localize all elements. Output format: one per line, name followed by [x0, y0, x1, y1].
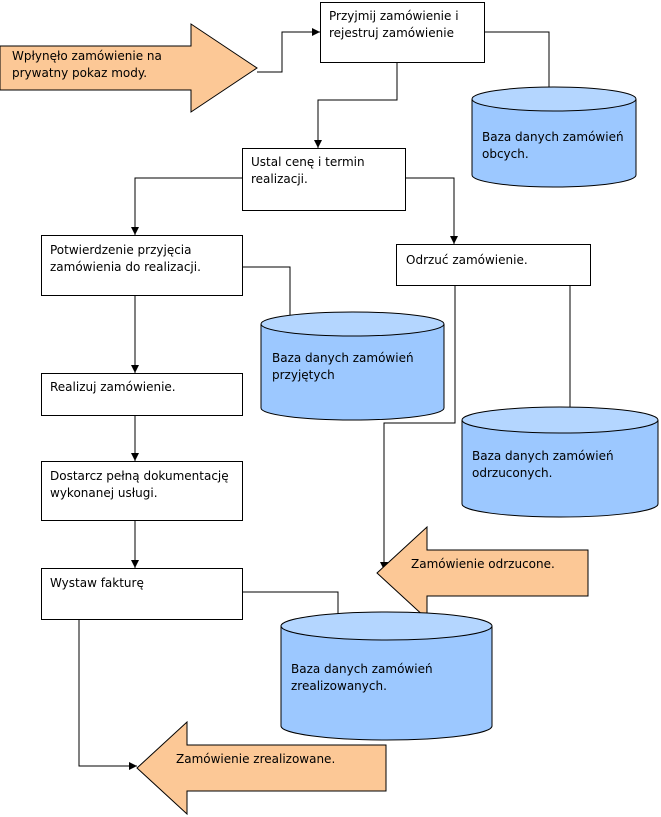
node-label-line: wykonanej usługi.	[50, 486, 158, 500]
node-label-line: rejestruj zamówienie	[329, 26, 454, 40]
connectors	[78, 28, 574, 770]
database-top	[471, 86, 637, 112]
node-in-arrow: Wpłynęło zamówienie na prywatny pokaz mod…	[0, 23, 258, 113]
database-body	[260, 324, 445, 421]
node-label-line: przyjętych	[272, 368, 335, 382]
node-db-foreign: Baza danych zamówień obcych.	[471, 86, 637, 188]
node-label-line: Wpłynęło zamówienie na	[12, 49, 162, 63]
process-box	[41, 235, 243, 296]
database-body	[471, 99, 637, 188]
connector-confirm-to-db-accepted	[242, 266, 294, 332]
connector-accept-to-db-foreign	[484, 31, 553, 99]
node-label-line: zamówienia do realizacji.	[50, 260, 201, 274]
database-top	[280, 611, 493, 641]
node-label-line: Wystaw fakturę	[50, 576, 144, 590]
node-label-line: Odrzuć zamówienie.	[406, 253, 528, 267]
node-label-line: Baza danych zamówień	[272, 351, 414, 365]
node-label-line: Zamówienie zrealizowane.	[176, 752, 335, 766]
node-label-line: realizacji.	[251, 172, 308, 186]
node-label-line: Baza danych zamówień	[472, 449, 614, 463]
block-arrow	[0, 23, 258, 113]
node-box-accept: Przyjmij zamówienie i rejestruj zamówieni…	[320, 2, 485, 63]
connector-price-to-confirm	[131, 177, 242, 235]
process-box	[320, 2, 485, 63]
connector-invoice-to-out-realized	[78, 619, 137, 770]
database-top	[461, 406, 659, 434]
node-label-line: Realizuj zamówienie.	[50, 380, 176, 394]
connector-in-to-accept	[257, 28, 320, 73]
node-label-line: obcych.	[482, 147, 529, 161]
node-box-price: Ustal cenę i termin realizacji.	[242, 148, 406, 211]
block-arrow	[136, 720, 387, 816]
process-box	[41, 461, 243, 521]
node-label-line: Baza danych zamówień	[482, 130, 624, 144]
node-label-line: prywatny pokaz mody.	[12, 66, 147, 80]
node-label-line: Zamówienie odrzucone.	[411, 557, 555, 571]
process-box	[242, 148, 406, 211]
process-box	[41, 568, 243, 620]
block-arrow	[376, 525, 589, 621]
node-out-rejected: Zamówienie odrzucone.	[376, 525, 589, 621]
database-body	[461, 420, 659, 518]
node-label-line: Ustal cenę i termin	[251, 155, 365, 169]
node-label-line: Dostarcz pełną dokumentację	[50, 469, 229, 483]
node-db-realized: Baza danych zamówień zrealizowanych.	[280, 611, 493, 741]
node-db-rejected: Baza danych zamówień odrzuconych.	[461, 406, 659, 518]
database-body	[280, 626, 493, 741]
database-top	[260, 311, 445, 337]
node-box-confirm: Potwierdzenie przyjęcia zamówienia do rea…	[41, 235, 243, 296]
node-out-realized: Zamówienie zrealizowane.	[136, 720, 387, 816]
node-label-line: zrealizowanych.	[291, 679, 387, 693]
connector-reject-to-out-rejected	[380, 285, 456, 570]
node-box-realize: Realizuj zamówienie.	[41, 373, 243, 416]
node-db-accepted: Baza danych zamówień przyjętych	[260, 311, 445, 421]
node-box-reject: Odrzuć zamówienie.	[396, 244, 591, 286]
node-box-docs: Dostarcz pełną dokumentację wykonanej usł…	[41, 461, 243, 521]
process-box	[396, 244, 591, 286]
connector-accept-to-price	[314, 62, 398, 148]
node-label-line: odrzuconych.	[472, 466, 552, 480]
node-label-line: Baza danych zamówień	[291, 662, 433, 676]
node-box-invoice: Wystaw fakturę	[41, 568, 243, 620]
process-box	[41, 373, 243, 416]
node-label-line: Potwierdzenie przyjęcia	[50, 243, 192, 257]
connector-price-to-reject	[405, 177, 458, 244]
node-label-line: Przyjmij zamówienie i	[329, 9, 459, 23]
